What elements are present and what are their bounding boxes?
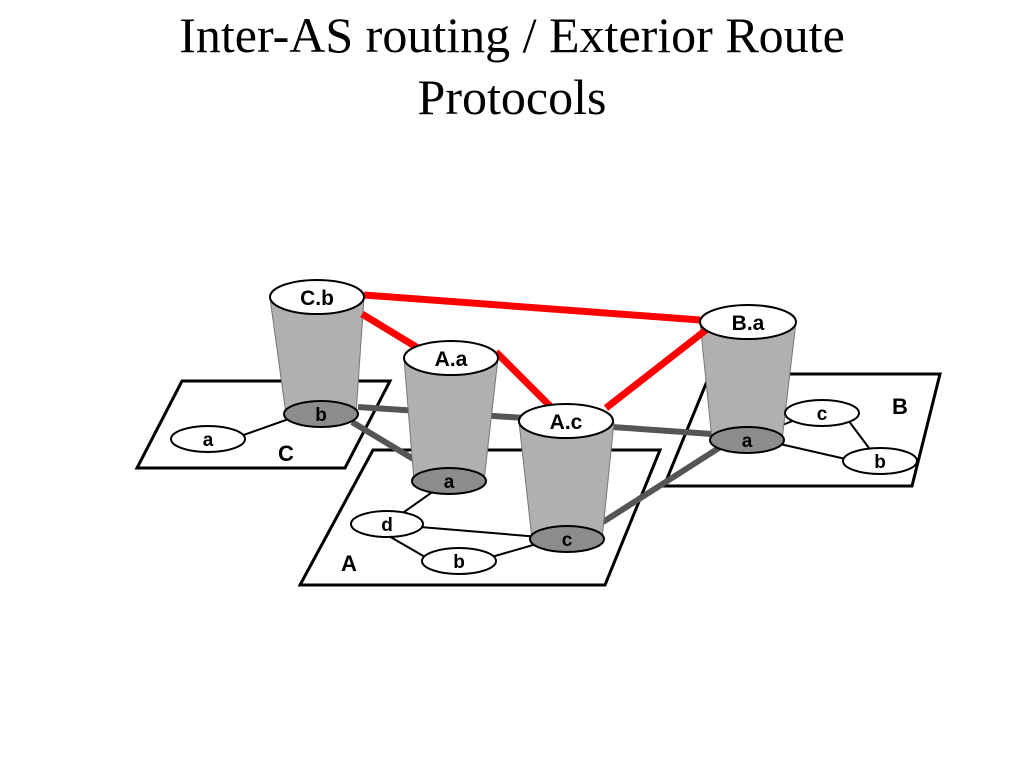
router-C-a: a — [170, 425, 246, 453]
router-C-a-label: a — [203, 430, 214, 451]
gateway-top-Aa: A.a — [403, 340, 499, 376]
as-label-C: C — [278, 441, 294, 466]
router-A-d-label: d — [381, 515, 393, 536]
router-B-a: a — [709, 426, 785, 454]
link-B-c-b — [847, 419, 873, 453]
as-label-A: A — [341, 551, 357, 576]
gateway-cylinder-Cb — [269, 297, 365, 415]
router-A-c: c — [529, 525, 605, 553]
router-B-a-label: a — [742, 431, 753, 452]
inter-as-link-Cb-Aa — [360, 311, 420, 351]
phys-link-Ac-Ba-lower — [601, 443, 724, 525]
inter-as-link-Ac-Ba — [603, 327, 709, 411]
router-C-b-label: b — [315, 405, 327, 426]
gateway-cylinder-Ac — [518, 421, 615, 540]
link-A-b-c — [487, 542, 541, 559]
router-B-c-label: c — [817, 404, 828, 425]
gateway-cylinder-Aa — [403, 357, 499, 482]
phys-link-Cb-Aa — [350, 419, 417, 463]
router-A-a: a — [411, 467, 487, 495]
router-A-c-label: c — [562, 530, 573, 551]
gateway-label-Cb: C.b — [300, 287, 334, 310]
title-line-2: Protocols — [417, 69, 607, 125]
router-A-b: b — [421, 547, 497, 575]
gateway-label-Aa: A.a — [435, 348, 468, 371]
router-A-d: d — [350, 510, 424, 538]
inter-as-link-Aa-Ac — [493, 349, 553, 409]
gateway-top-Ac: A.c — [518, 403, 614, 439]
as-label-B: B — [892, 394, 908, 419]
phys-link-Ac-Ba — [611, 424, 713, 437]
gateway-cylinder-Ba — [699, 321, 797, 441]
router-A-b-label: b — [453, 552, 465, 573]
router-B-b-label: b — [874, 452, 886, 473]
link-A-d-c — [419, 526, 541, 538]
inter-as-link-Cb-Ba — [363, 291, 701, 324]
gateway-top-Cb: C.b — [269, 279, 365, 315]
link-B-a-b — [779, 443, 851, 461]
title-line-1: Inter-AS routing / Exterior Route — [179, 7, 845, 63]
router-A-a-label: a — [444, 472, 455, 493]
router-B-c: c — [784, 399, 860, 427]
gateway-label-Ba: B.a — [732, 312, 765, 335]
slide-title: Inter-AS routing / Exterior Route Protoc… — [0, 4, 1024, 128]
gateway-label-Ac: A.c — [550, 411, 583, 434]
gateway-top-Ba: B.a — [699, 304, 797, 340]
router-B-b: b — [842, 447, 918, 475]
router-C-b: b — [283, 400, 359, 428]
